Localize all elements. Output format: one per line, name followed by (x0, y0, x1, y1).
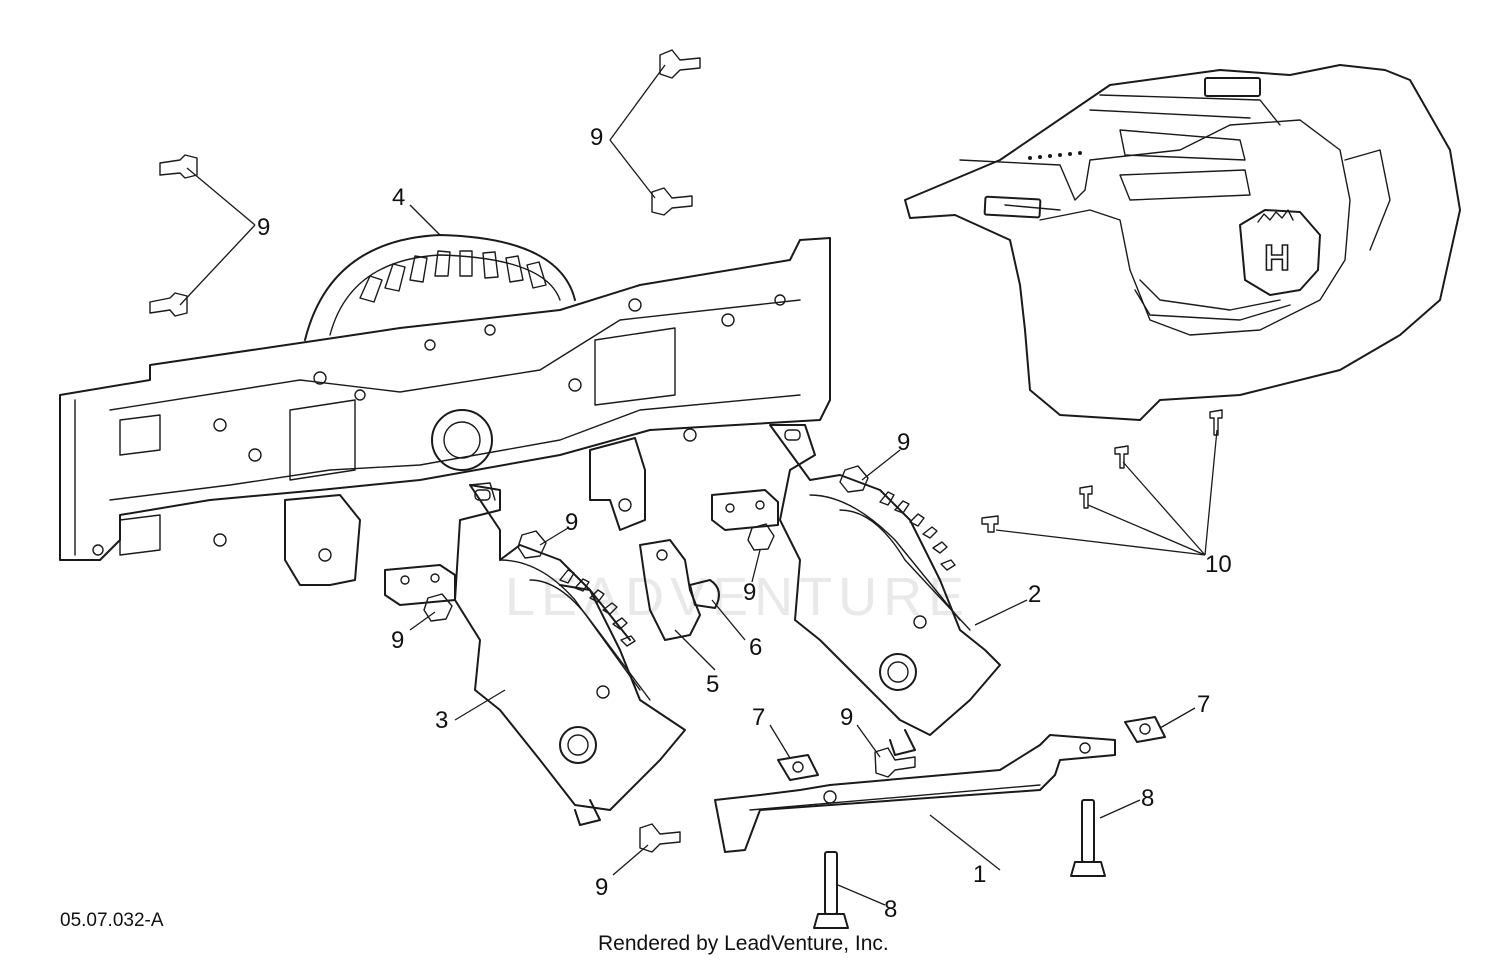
watermark-text: LEADVENTURE (505, 567, 970, 627)
callout-2: 2 (1028, 581, 1041, 608)
callout-9-center-left: 9 (565, 509, 578, 536)
callout-8-center: 8 (884, 896, 897, 923)
leader-lines (179, 64, 1218, 906)
part-9-bolt-5 (839, 465, 869, 493)
callout-10: 10 (1205, 551, 1232, 578)
diagram-reference-code: 05.07.032-A (60, 910, 164, 931)
callout-7-right: 7 (1197, 691, 1210, 718)
part-9-bolt-3 (159, 154, 198, 179)
part-10-screw-2 (1114, 445, 1129, 469)
part-2-right-bracket (711, 424, 1001, 756)
hood-cover: H (904, 64, 1461, 421)
part-7-clip-nut-left (777, 754, 819, 781)
part-8-bolt-center (813, 851, 849, 929)
callout-6: 6 (749, 634, 762, 661)
part-9-bolt-6 (517, 530, 547, 559)
callout-4: 4 (392, 184, 405, 211)
callout-1: 1 (973, 861, 986, 888)
callout-9-lower-center: 9 (840, 704, 853, 731)
part-9-bolt-2 (651, 187, 693, 216)
callout-9-right-upper: 9 (897, 429, 910, 456)
callout-3: 3 (435, 707, 448, 734)
part-6-pin (689, 579, 720, 609)
callout-9-top: 9 (590, 124, 603, 151)
callout-7-left: 7 (752, 704, 765, 731)
part-10-screw-3 (1079, 485, 1093, 509)
part-9-bolt-10 (639, 823, 681, 853)
part-9-bolt-8 (423, 593, 453, 622)
callout-5: 5 (706, 671, 719, 698)
render-credit: Rendered by LeadVenture, Inc. (598, 932, 889, 955)
part-7-clip-nut-right (1124, 716, 1166, 743)
part-9-bolt-1 (659, 49, 701, 79)
part-3-left-bracket (384, 482, 686, 826)
part-8-bolt-right (1070, 799, 1106, 877)
part-4-dash-panel (59, 234, 831, 586)
callout-8-right: 8 (1141, 785, 1154, 812)
part-10-screw-4 (981, 515, 999, 533)
callout-9-left: 9 (257, 214, 270, 241)
part-10-screw-1 (1209, 409, 1223, 436)
part-9-bolt-9 (874, 747, 916, 778)
part-9-bolt-4 (149, 292, 188, 317)
part-9-bolt-7 (747, 523, 775, 551)
callout-9-lower-left: 9 (391, 627, 404, 654)
callout-numbers: 1 2 3 4 5 6 7 7 8 8 9 9 9 9 9 9 9 9 10 (257, 124, 1232, 923)
brand-badge-letter: H (1264, 237, 1290, 278)
part-1-support-bar (714, 734, 1116, 853)
callout-9-center-right: 9 (743, 579, 756, 606)
callout-9-bottom: 9 (595, 874, 608, 901)
part-5-clip (639, 539, 701, 641)
